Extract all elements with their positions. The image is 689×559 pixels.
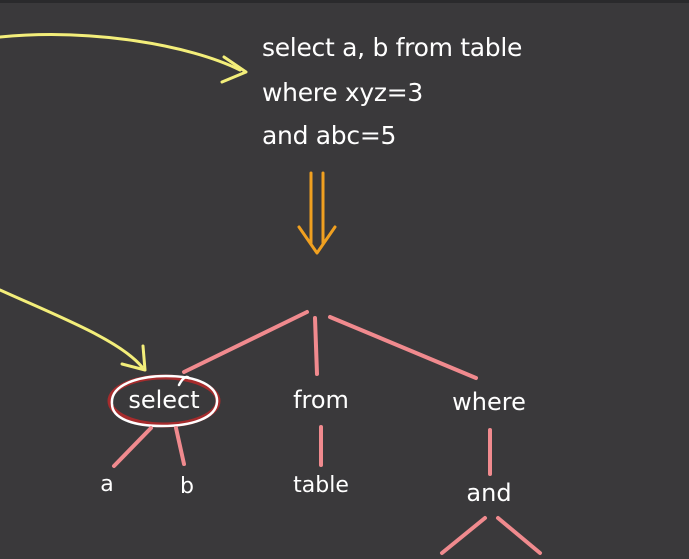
query-pointer-arrow [0, 33, 248, 84]
node-select: select [128, 386, 200, 414]
leaf-b: b [180, 474, 194, 499]
leaf-table: table [293, 473, 349, 498]
node-and: and [466, 479, 512, 507]
select-highlight [107, 374, 221, 428]
query-line-3: and abc=5 [262, 121, 397, 150]
transform-arrow [297, 171, 337, 255]
top-edge [0, 0, 689, 3]
leaf-a: a [100, 472, 114, 497]
select-pointer-arrow [0, 288, 147, 372]
node-from: from [293, 386, 349, 414]
tree-root-branches [182, 310, 478, 380]
query-line-2: where xyz=3 [262, 78, 423, 107]
query-line-1: select a, b from table [262, 33, 523, 62]
node-where: where [452, 388, 526, 416]
tree-child-branches [112, 425, 542, 555]
